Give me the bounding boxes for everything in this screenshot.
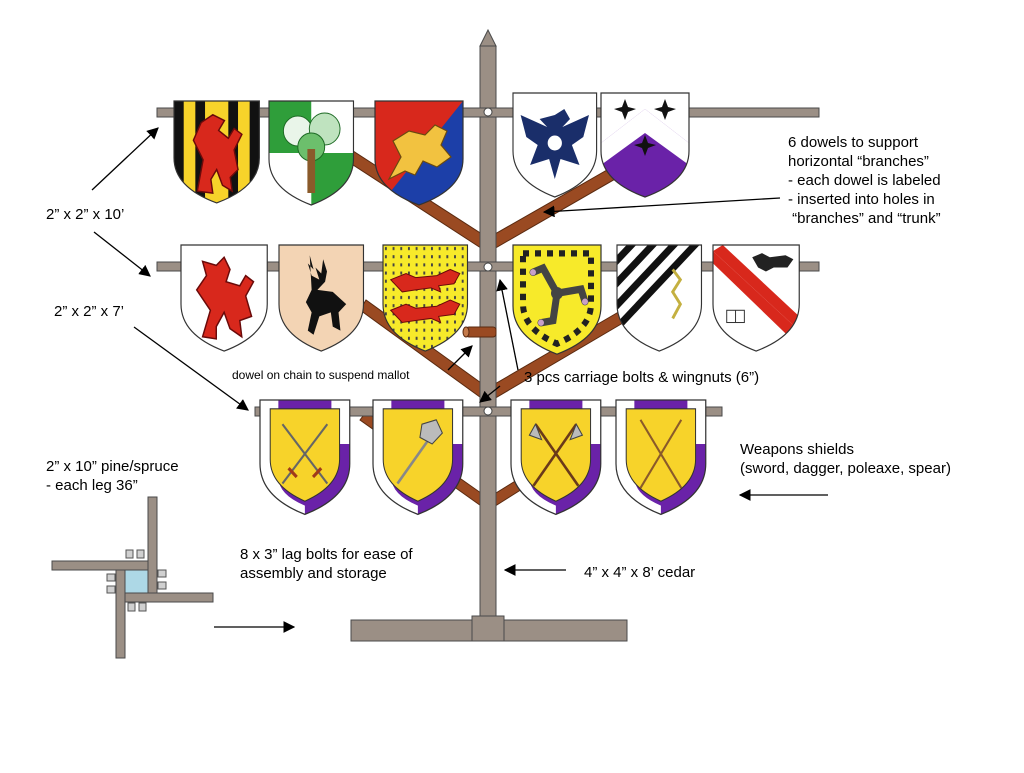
label-weapons: Weapons shields (sword, dagger, poleaxe,… [740,440,951,478]
callout-arrows [91,127,828,633]
arrow-mallet [447,345,473,371]
shield-chevron-mullets [600,92,690,198]
label-mallet-dowel: dowel on chain to suspend mallot [232,368,410,382]
shield-row-top [173,92,690,206]
base-center-block [471,615,505,642]
bolt-bottom [483,406,493,416]
shield-dagger [372,399,464,516]
shield-row-middle [180,244,800,355]
shield-wolves [382,244,469,352]
label-weapons-line1: Weapons shields [740,441,854,458]
shield-quarterly-lion [374,100,464,206]
label-dowels-line5: “branches” and “trunk” [788,210,941,227]
shield-lion-pale [173,100,260,204]
label-dowels: 6 dowels to support horizontal “branches… [788,133,941,228]
arrow-carriage-bolt-down [479,385,501,403]
shield-stag [278,244,365,352]
label-rail-7ft: 2” x 2” x 7’ [54,303,125,320]
leg-horizontal-right [115,592,214,603]
leg-horizontal-left [51,560,149,571]
label-weapons-line2: (sword, dagger, poleaxe, spear) [740,460,951,477]
label-carriage-bolts: 3 pcs carriage bolts & wingnuts (6”) [524,369,760,386]
leg-vertical-bottom [115,569,126,659]
leg-center-block [124,569,149,594]
arrow-dowels [542,197,781,218]
leg-assembly-detail [51,496,214,659]
bolt-middle [483,262,493,272]
label-lag-bolts: 8 x 3” lag bolts for ease of assembly an… [240,545,413,583]
base [350,615,628,642]
shield-sword [259,399,351,516]
shield-bend-gules [712,244,800,352]
leg-vertical-top [147,496,158,598]
shield-red-lion [180,244,268,352]
label-legs-line2: - each leg 36” [46,477,138,494]
shield-triskelion [512,244,602,355]
label-legs: 2” x 10” pine/spruce - each leg 36” [46,457,179,495]
base-left-foot [350,619,473,642]
arrow-rail-7ft [133,326,249,411]
mallet-dowel [462,326,497,338]
label-dowels-line3: - each dowel is labeled [788,172,941,189]
label-lag-line1: 8 x 3” lag bolts for ease of [240,546,413,563]
shield-row-weapons [259,399,707,516]
label-lag-line2: assembly and storage [240,565,387,582]
label-dowels-line1: 6 dowels to support [788,134,919,151]
trunk [479,28,497,621]
shield-tree [268,100,355,206]
base-right-foot [503,619,628,642]
label-rail-10ft: 2” x 2” x 10’ [46,206,125,223]
bolt-top [483,107,493,117]
arrow-rail-10ft-mid [93,231,151,277]
shield-poleaxe [510,399,602,516]
arrow-rail-10ft [91,127,159,191]
shield-spear [615,399,707,516]
rail-bolts [483,107,493,416]
label-legs-line1: 2” x 10” pine/spruce [46,458,179,475]
label-trunk: 4” x 4” x 8’ cedar [584,564,696,581]
shield-bendy [616,244,703,352]
arrow-carriage-bolt-up [496,278,519,371]
label-dowels-line2: horizontal “branches” [788,153,929,170]
shield-eagle [512,92,598,198]
label-dowels-line4: - inserted into holes in [788,191,935,208]
